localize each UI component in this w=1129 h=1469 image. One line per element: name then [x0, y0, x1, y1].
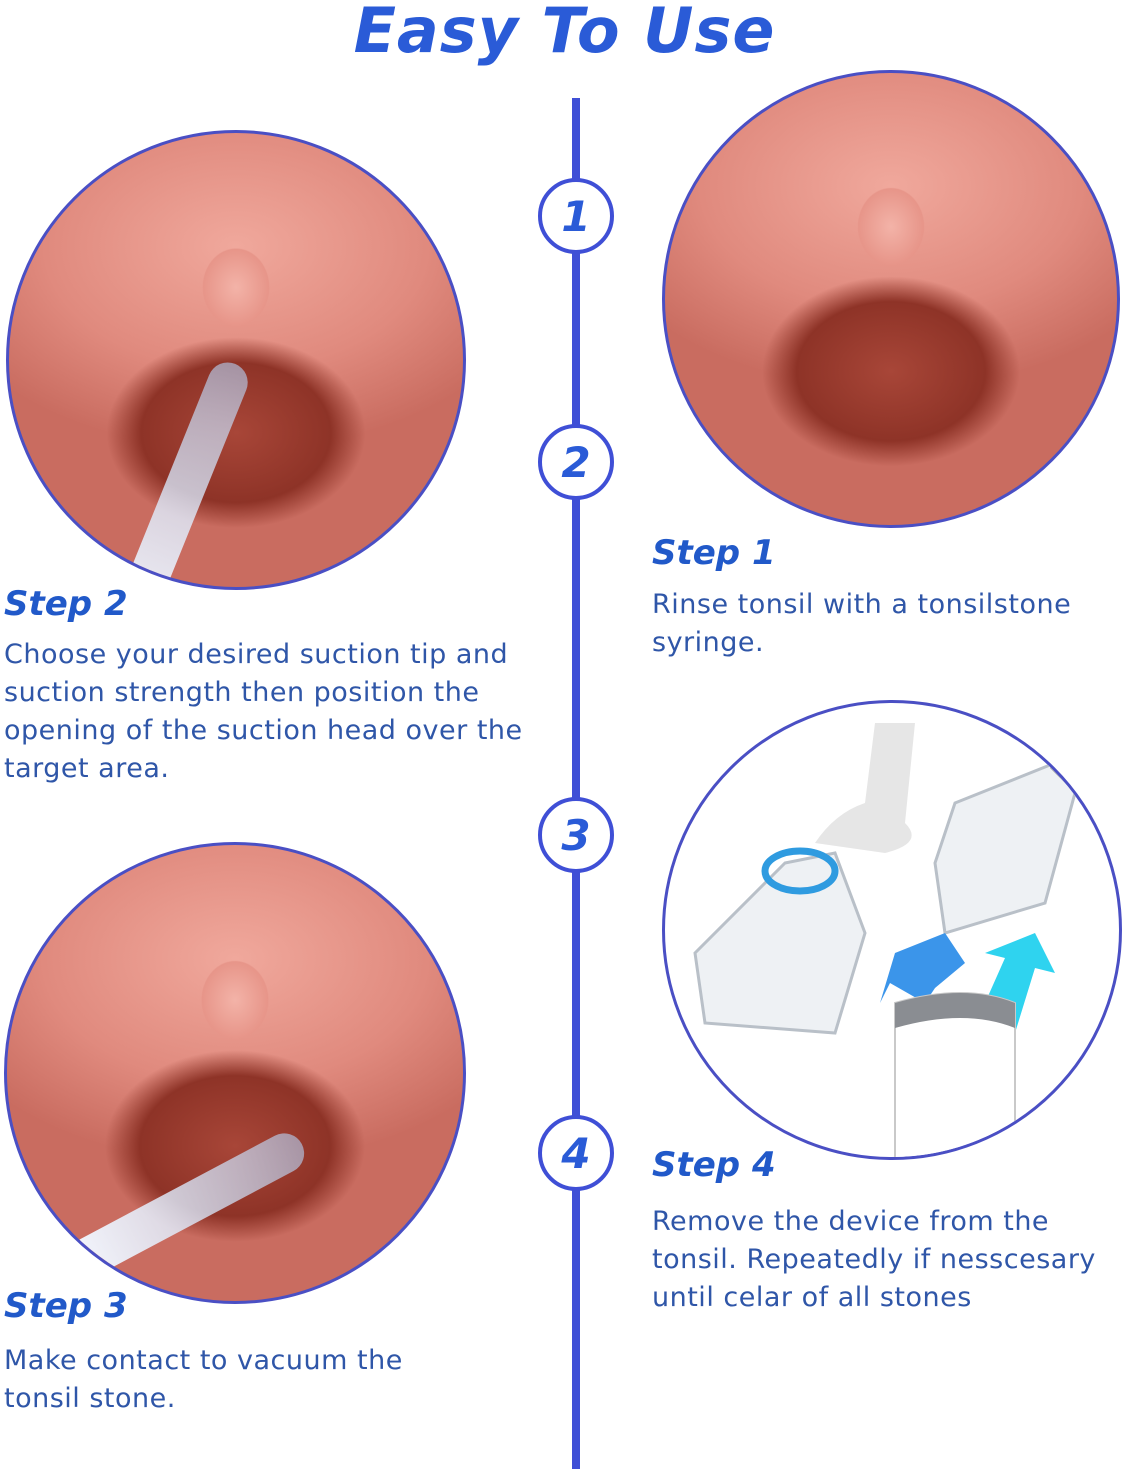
step-marker-2: 2 — [538, 424, 614, 500]
step-marker-1: 1 — [538, 178, 614, 254]
step-1-text: Rinse tonsil with a tonsilstone syringe. — [652, 589, 1072, 658]
step-4-heading: Step 4 — [652, 1145, 776, 1185]
step-3-heading: Step 3 — [4, 1286, 128, 1326]
suction-tip-icon — [62, 1126, 312, 1284]
step-3-image — [4, 842, 466, 1304]
timeline-line — [572, 98, 580, 1469]
step-1-image — [662, 70, 1120, 528]
step-marker-3: 3 — [538, 797, 614, 873]
suction-tip-icon — [104, 356, 254, 587]
step-1-heading: Step 1 — [652, 533, 776, 573]
step-marker-4: 4 — [538, 1115, 614, 1191]
step-4-image — [662, 700, 1122, 1160]
step-2-heading: Step 2 — [4, 584, 128, 624]
step-2-text: Choose your desired suction tip and suct… — [4, 639, 523, 784]
step-2-image — [6, 130, 466, 590]
step-4-text: Remove the device from the tonsil. Repea… — [652, 1206, 1096, 1313]
step-3-text: Make contact to vacuum the tonsil stone. — [4, 1345, 403, 1414]
page-title: Easy To Use — [353, 0, 776, 67]
device-disassembly-icon — [693, 723, 1085, 1157]
